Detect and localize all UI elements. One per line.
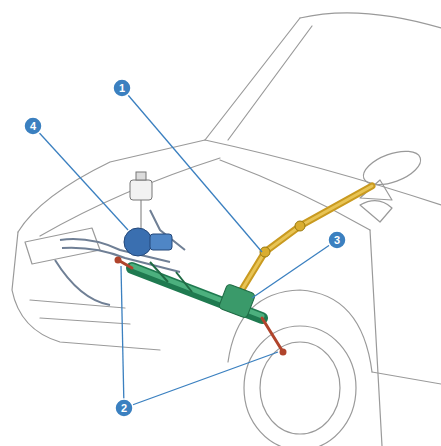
callout-number: 4 — [24, 117, 42, 135]
callout-number: 3 — [328, 231, 346, 249]
callout-number: 1 — [113, 79, 131, 97]
callout-number: 2 — [115, 399, 133, 417]
